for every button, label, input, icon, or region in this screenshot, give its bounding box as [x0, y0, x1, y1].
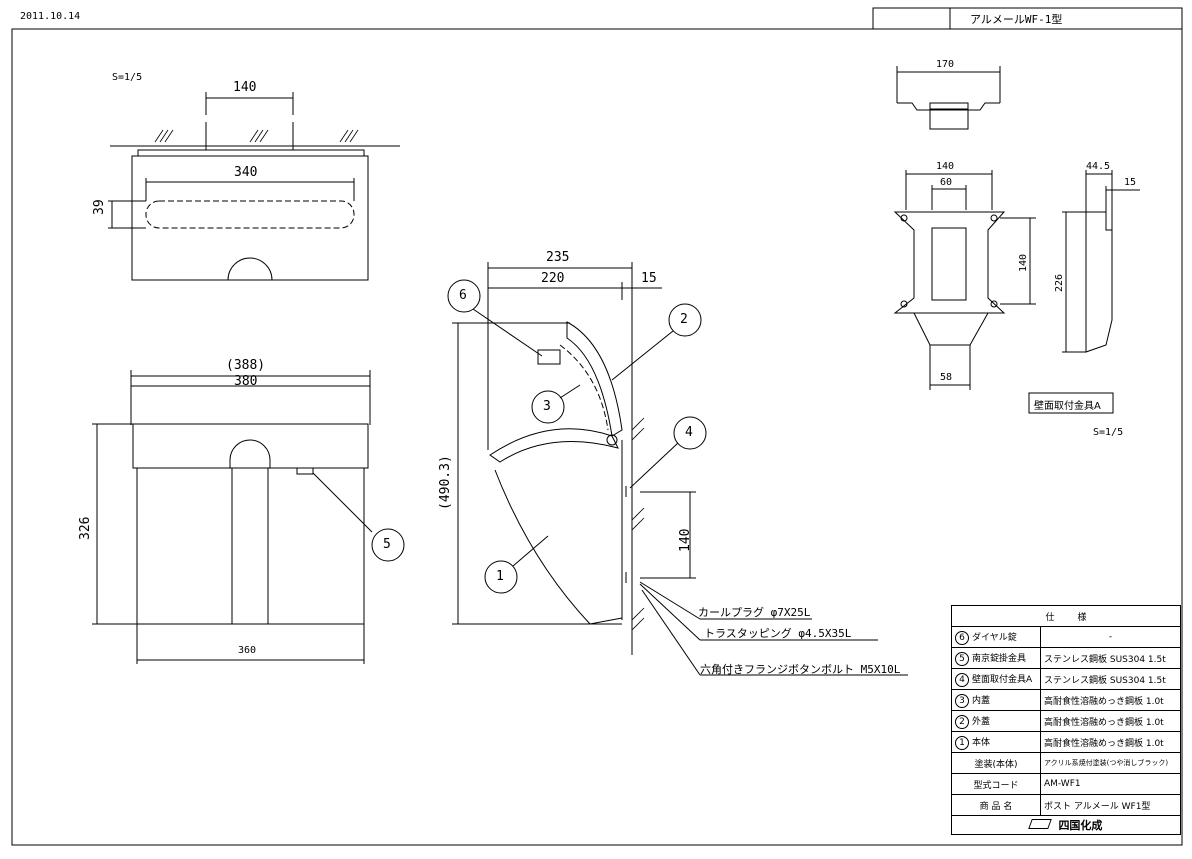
- bracket-front-view: [893, 170, 1036, 390]
- dim-39: 39: [92, 199, 107, 215]
- dim-58: 58: [940, 372, 953, 383]
- part-4-label: 4: [685, 425, 693, 440]
- dim-326: 326: [78, 516, 93, 540]
- note-tapping: トラスタッピング φ4.5X35L: [704, 627, 852, 640]
- dim-490-3: (490.3): [438, 455, 453, 510]
- part-name: 外蓋: [972, 716, 991, 727]
- code-label: 型式コード: [951, 773, 1041, 795]
- bracket-scale: S=1/5: [1093, 427, 1124, 438]
- dim-388: (388): [226, 358, 266, 373]
- dim-226: 226: [1054, 273, 1065, 292]
- part-name: 壁面取付金具A: [972, 674, 1033, 685]
- part-name: 南京錠掛金具: [972, 653, 1027, 664]
- side-view: [447, 262, 908, 676]
- part-5-label: 5: [383, 537, 391, 552]
- dim-360: 360: [238, 645, 257, 656]
- note-bolt: 六角付きフランジボタンボルト M5X10L: [700, 663, 901, 676]
- product-label: 商 品 名: [951, 794, 1041, 816]
- bracket-side-view: [1062, 170, 1140, 353]
- part-3-label: 3: [543, 399, 551, 414]
- paint-value: アクリル系焼付塗装(つや消しブラック): [1040, 752, 1181, 774]
- front-view: [92, 370, 405, 664]
- spec-header-right: 様: [1077, 612, 1087, 623]
- dim-140-top: 140: [233, 80, 257, 95]
- part-spec: 高耐食性溶融めっき鋼板 1.0t: [1040, 731, 1181, 753]
- dim-15-bracket: 15: [1124, 177, 1137, 188]
- dim-235: 235: [546, 250, 570, 265]
- maker-name: 四国化成: [1058, 819, 1103, 832]
- code-value: AM-WF1: [1040, 773, 1181, 795]
- part-number: 5: [955, 651, 969, 666]
- table-row: 四国化成: [951, 815, 1181, 835]
- part-spec: ステンレス鋼板 SUS304 1.5t: [1040, 647, 1181, 669]
- paint-label: 塗装(本体): [951, 752, 1041, 774]
- dim-140-bracket-vertical: 140: [1018, 253, 1029, 272]
- part-number: 2: [955, 714, 969, 729]
- dim-380: 380: [234, 374, 258, 389]
- bracket-top-view: [896, 66, 1001, 130]
- sheet-border: [11, 28, 1183, 846]
- part-name: ダイヤル錠: [972, 632, 1017, 643]
- dim-15-side: 15: [641, 271, 657, 286]
- top-view-scale: S=1/5: [112, 72, 143, 83]
- dim-44-5: 44.5: [1086, 161, 1111, 172]
- part-name: 内蓋: [972, 695, 991, 706]
- dim-170: 170: [936, 59, 955, 70]
- spec-header-left: 仕: [1045, 612, 1055, 623]
- part-number: 6: [955, 630, 969, 645]
- part-spec: 高耐食性溶融めっき鋼板 1.0t: [1040, 710, 1181, 732]
- product-value: ポスト アルメール WF1型: [1040, 794, 1181, 816]
- dim-340: 340: [234, 165, 258, 180]
- table-row: 商 品 名 ポスト アルメール WF1型: [951, 794, 1181, 816]
- table-row: 型式コード AM-WF1: [951, 773, 1181, 795]
- part-2-label: 2: [680, 312, 688, 327]
- bracket-label-box: [1028, 392, 1114, 414]
- part-6-label: 6: [459, 288, 467, 303]
- note-plug: カールプラグ φ7X25L: [698, 606, 811, 619]
- table-row: 塗装(本体) アクリル系焼付塗装(つや消しブラック): [951, 752, 1181, 774]
- dim-140-bracket: 140: [936, 161, 955, 172]
- part-number: 3: [955, 693, 969, 708]
- drawing-date: 2011.10.14: [20, 11, 81, 22]
- maker-logo-icon: [1027, 819, 1052, 829]
- part-spec: -: [1040, 626, 1181, 648]
- dim-220: 220: [541, 271, 565, 286]
- part-1-label: 1: [496, 569, 504, 584]
- spec-table-header: 仕 様: [951, 605, 1181, 627]
- dim-140-side: 140: [678, 528, 693, 552]
- drawing-title: アルメールWF-1型: [970, 13, 1063, 26]
- title-block-frame: [872, 7, 1183, 30]
- bracket-label: 壁面取付金具A: [1034, 401, 1101, 412]
- part-number: 1: [955, 735, 969, 750]
- part-number: 4: [955, 672, 969, 687]
- part-spec: ステンレス鋼板 SUS304 1.5t: [1040, 668, 1181, 690]
- top-view: [108, 92, 400, 281]
- part-name: 本体: [972, 737, 991, 748]
- part-spec: 高耐食性溶融めっき鋼板 1.0t: [1040, 689, 1181, 711]
- dim-60: 60: [940, 177, 953, 188]
